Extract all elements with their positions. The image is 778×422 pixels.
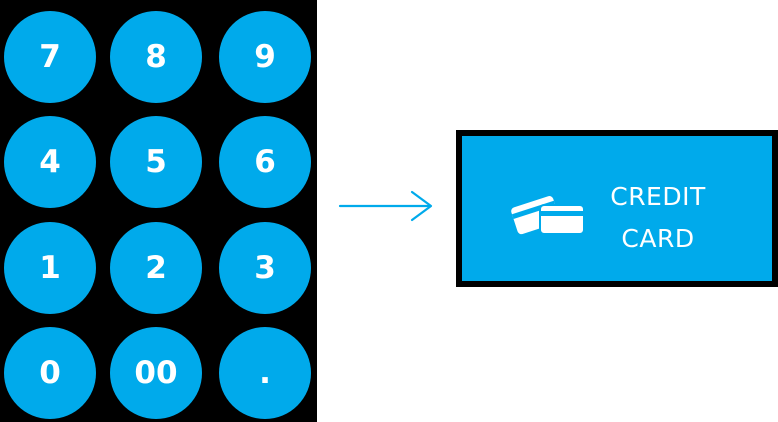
- credit-card-label: CREDIT CARD: [598, 176, 718, 260]
- credit-card-label-line1: CREDIT: [610, 182, 706, 211]
- key-7[interactable]: 7: [4, 11, 96, 103]
- key-00[interactable]: 00: [110, 327, 202, 419]
- key-2[interactable]: 2: [110, 222, 202, 314]
- numeric-keypad: 7 8 9 4 5 6 1 2 3 0 00 .: [0, 0, 317, 422]
- key-6[interactable]: 6: [219, 116, 311, 208]
- arrow-right-icon: [338, 190, 433, 222]
- credit-cards-icon: [511, 196, 585, 235]
- key-3[interactable]: 3: [219, 222, 311, 314]
- key-decimal-point[interactable]: .: [219, 327, 311, 419]
- key-4[interactable]: 4: [4, 116, 96, 208]
- credit-card-button[interactable]: CREDIT CARD: [462, 136, 772, 281]
- key-8[interactable]: 8: [110, 11, 202, 103]
- key-1[interactable]: 1: [4, 222, 96, 314]
- credit-card-label-line2: CARD: [621, 224, 695, 253]
- key-5[interactable]: 5: [110, 116, 202, 208]
- credit-card-button-frame: CREDIT CARD: [456, 130, 778, 287]
- key-9[interactable]: 9: [219, 11, 311, 103]
- key-0[interactable]: 0: [4, 327, 96, 419]
